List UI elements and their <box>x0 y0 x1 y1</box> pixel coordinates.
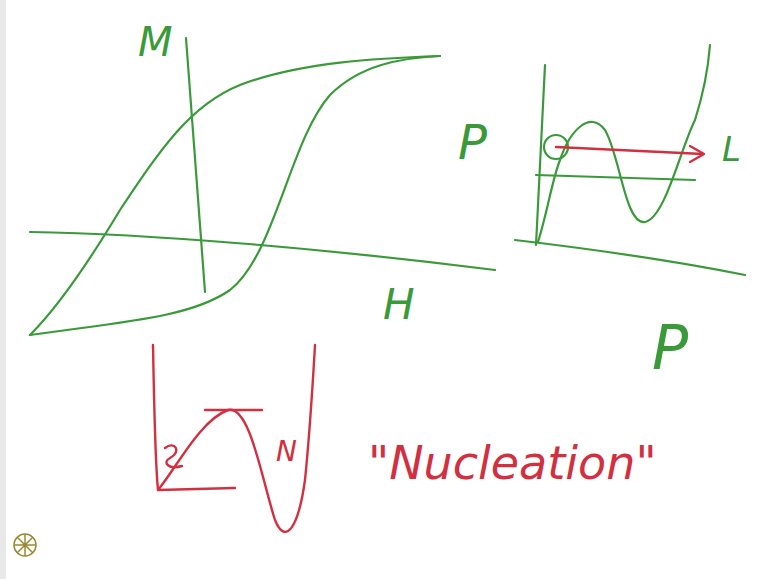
logo-ring <box>14 534 36 556</box>
metastable-mark <box>165 445 182 467</box>
tie-line <box>536 175 695 180</box>
well-curve <box>153 345 315 532</box>
left-strip <box>0 0 6 579</box>
well-label: N <box>276 438 297 466</box>
axis-label: H <box>383 284 415 326</box>
lower-branch <box>30 56 440 335</box>
m-axis <box>186 38 205 292</box>
pv-plot <box>515 45 745 275</box>
arrow <box>556 146 704 162</box>
barrier-top <box>205 409 262 411</box>
upper-branch <box>30 56 440 335</box>
phase-label: L <box>722 132 741 166</box>
axis-label: M <box>138 22 173 62</box>
axis-label: P <box>652 318 688 378</box>
arrow-head <box>690 146 704 162</box>
phase-label: P <box>458 118 487 166</box>
arrow-shaft <box>556 147 703 154</box>
well-base <box>158 488 235 490</box>
rho-axis <box>515 240 745 275</box>
logo-spokes <box>14 534 36 556</box>
h-axis <box>30 232 495 270</box>
annotation: "Nucleation" <box>368 440 657 486</box>
hysteresis-plot <box>30 38 495 335</box>
nptel-logo <box>14 534 36 556</box>
isotherm <box>538 45 710 242</box>
double-well <box>153 345 315 532</box>
